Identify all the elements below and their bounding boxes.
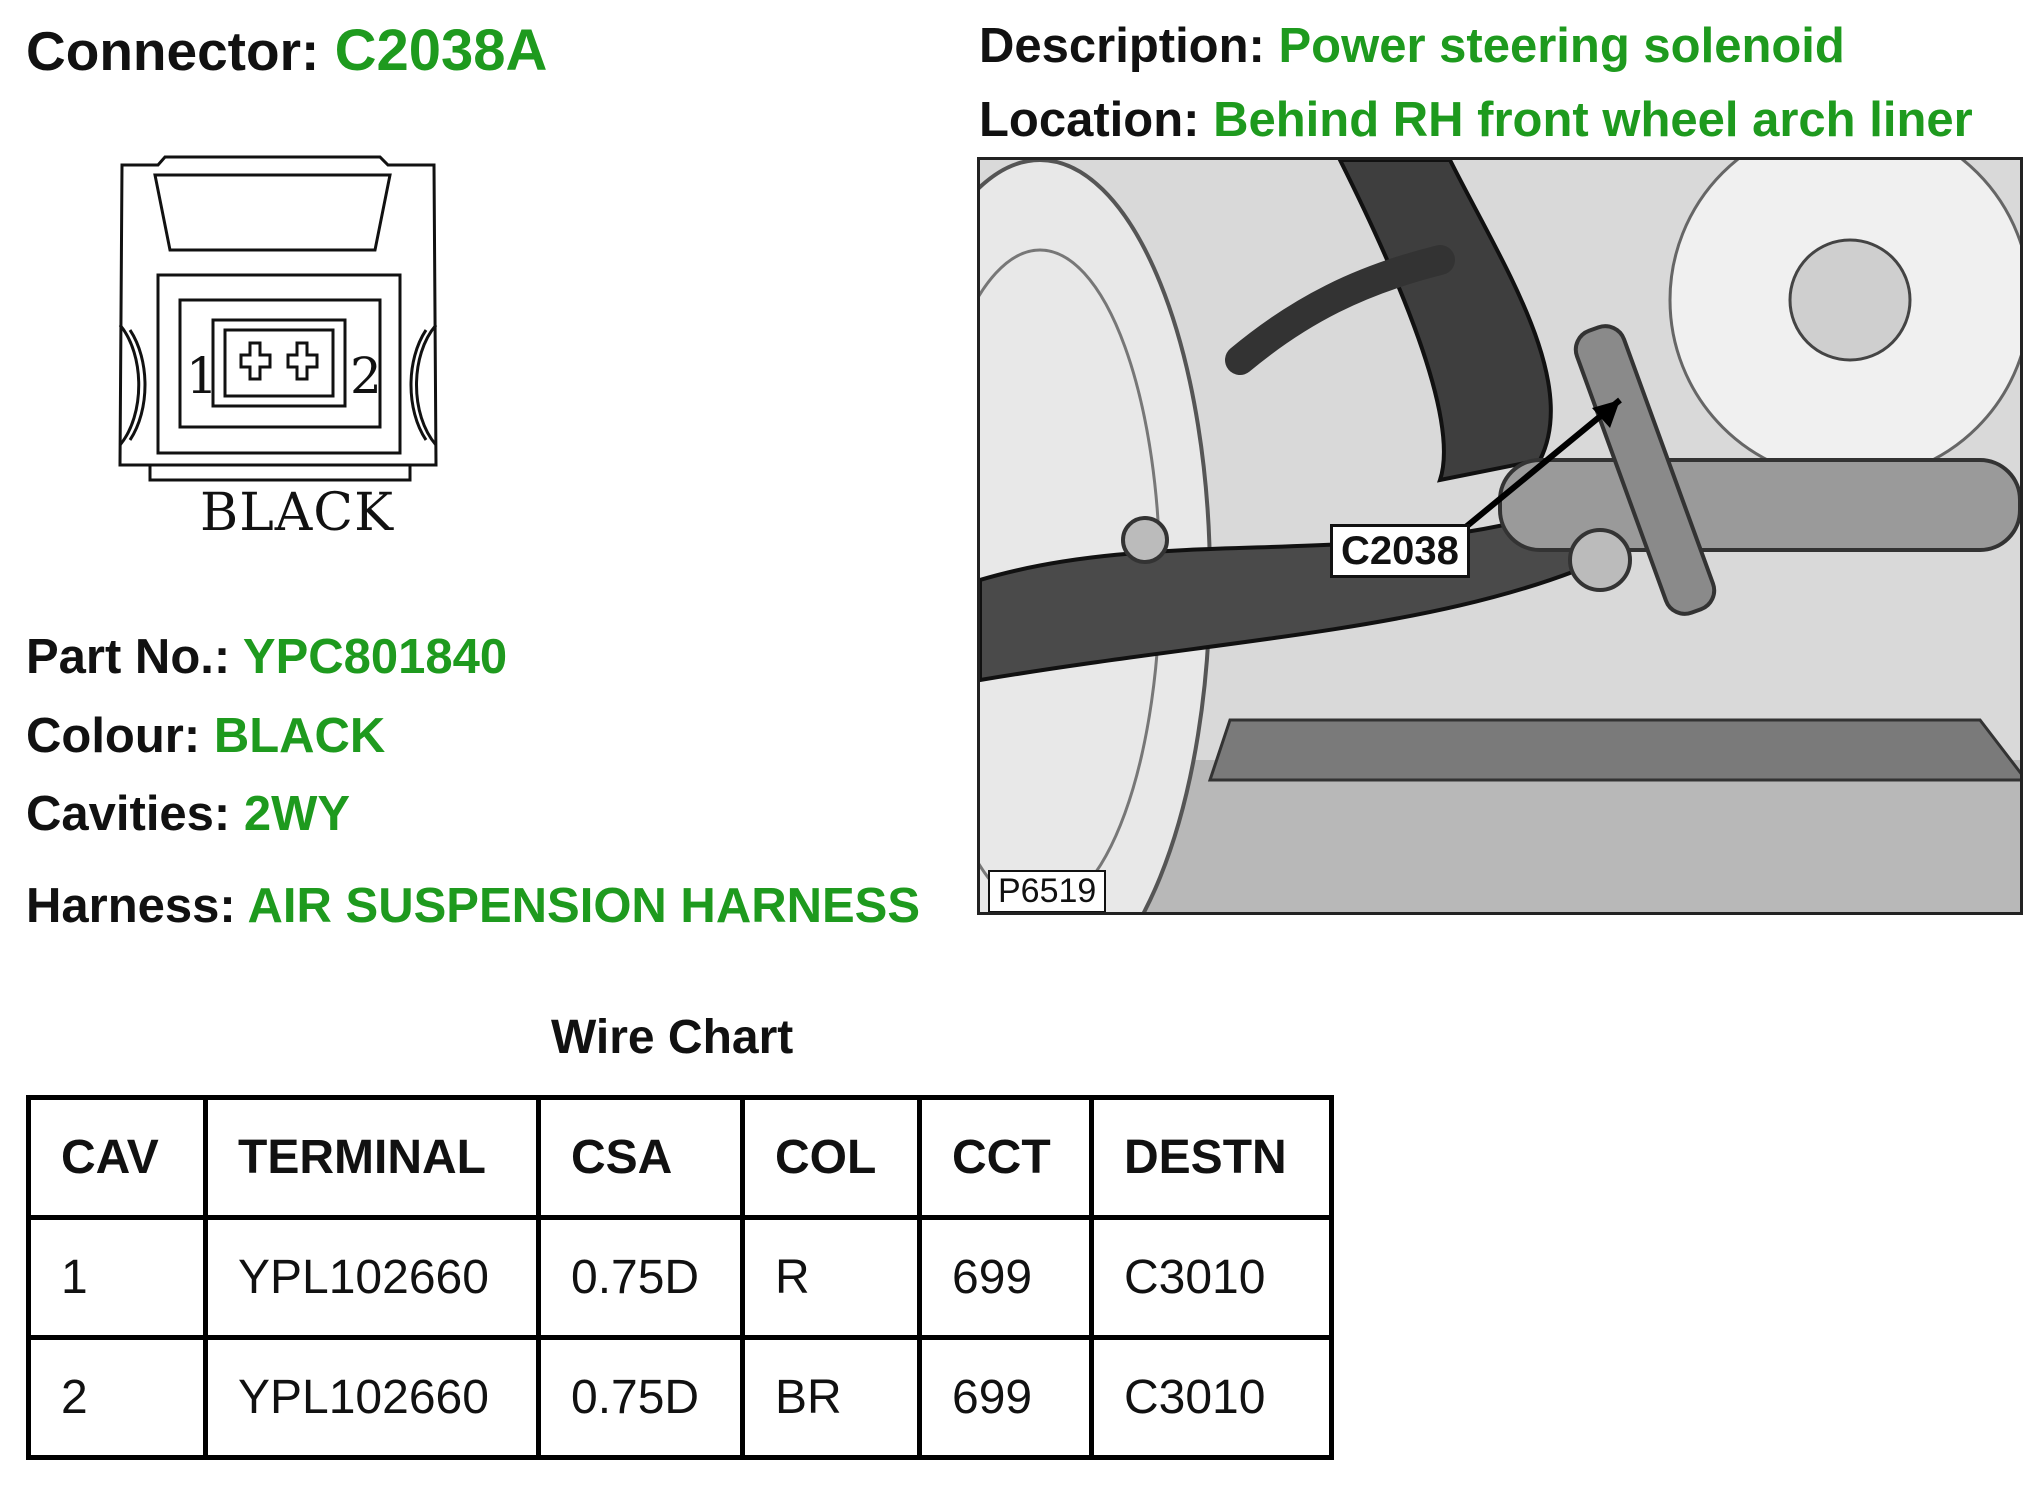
description-label: Description: <box>979 19 1265 73</box>
cell-cct: 699 <box>917 1215 1094 1340</box>
cavities-value: 2WY <box>243 787 351 841</box>
location-line: Location: Behind RH front wheel arch lin… <box>979 96 1973 145</box>
connector-face-diagram: 1 2 <box>118 155 438 482</box>
connector-line: Connector: C2038A <box>26 22 547 80</box>
header-terminal: TERMINAL <box>203 1095 541 1220</box>
table-header-row: CAV TERMINAL CSA COL CCT DESTN <box>26 1095 1334 1220</box>
location-value: Behind RH front wheel arch liner <box>1213 93 1973 147</box>
cell-terminal: YPL102660 <box>203 1335 541 1460</box>
cell-col: BR <box>740 1335 922 1460</box>
pin-2-label: 2 <box>350 347 382 405</box>
connector-callout: C2038 <box>1330 524 1470 578</box>
part-number-value: YPC801840 <box>242 630 508 684</box>
wire-chart-table: CAV TERMINAL CSA COL CCT DESTN 1 YPL1026… <box>26 1095 1334 1460</box>
table-row: 1 YPL102660 0.75D R 699 C3010 <box>26 1215 1334 1340</box>
cavities-label: Cavities: <box>26 787 231 841</box>
cell-col: R <box>740 1215 922 1340</box>
connector-colour-caption: BLACK <box>200 483 394 543</box>
part-number-label: Part No.: <box>26 630 231 684</box>
header-cct: CCT <box>917 1095 1094 1220</box>
cell-terminal: YPL102660 <box>203 1215 541 1340</box>
location-photo: C2038 P6519 <box>977 157 2023 915</box>
connector-value: C2038A <box>334 18 548 83</box>
header-csa: CSA <box>536 1095 745 1220</box>
engine-bay-illustration <box>980 160 2020 912</box>
connector-label: Connector: <box>26 20 320 82</box>
harness-label: Harness: <box>26 879 236 933</box>
cell-cav: 1 <box>26 1215 208 1340</box>
description-line: Description: Power steering solenoid <box>979 22 1845 71</box>
wire-chart-title: Wire Chart <box>551 1011 794 1064</box>
location-label: Location: <box>979 93 1200 147</box>
harness-line: Harness: AIR SUSPENSION HARNESS <box>26 882 920 931</box>
colour-value: BLACK <box>213 709 386 763</box>
cell-cct: 699 <box>917 1335 1094 1460</box>
cell-csa: 0.75D <box>536 1335 745 1460</box>
colour-label: Colour: <box>26 709 201 763</box>
pin-1-label: 1 <box>186 347 218 405</box>
cell-cav: 2 <box>26 1335 208 1460</box>
header-col: COL <box>740 1095 922 1220</box>
harness-value: AIR SUSPENSION HARNESS <box>247 879 921 933</box>
description-value: Power steering solenoid <box>1278 19 1845 73</box>
cell-destn: C3010 <box>1089 1215 1334 1340</box>
photo-reference: P6519 <box>988 870 1107 912</box>
header-cav: CAV <box>26 1095 208 1220</box>
cell-csa: 0.75D <box>536 1215 745 1340</box>
cavities-line: Cavities: 2WY <box>26 790 350 839</box>
part-number-line: Part No.: YPC801840 <box>26 633 507 682</box>
cell-destn: C3010 <box>1089 1335 1334 1460</box>
header-destn: DESTN <box>1089 1095 1334 1220</box>
table-row: 2 YPL102660 0.75D BR 699 C3010 <box>26 1335 1334 1460</box>
colour-line: Colour: BLACK <box>26 712 385 761</box>
